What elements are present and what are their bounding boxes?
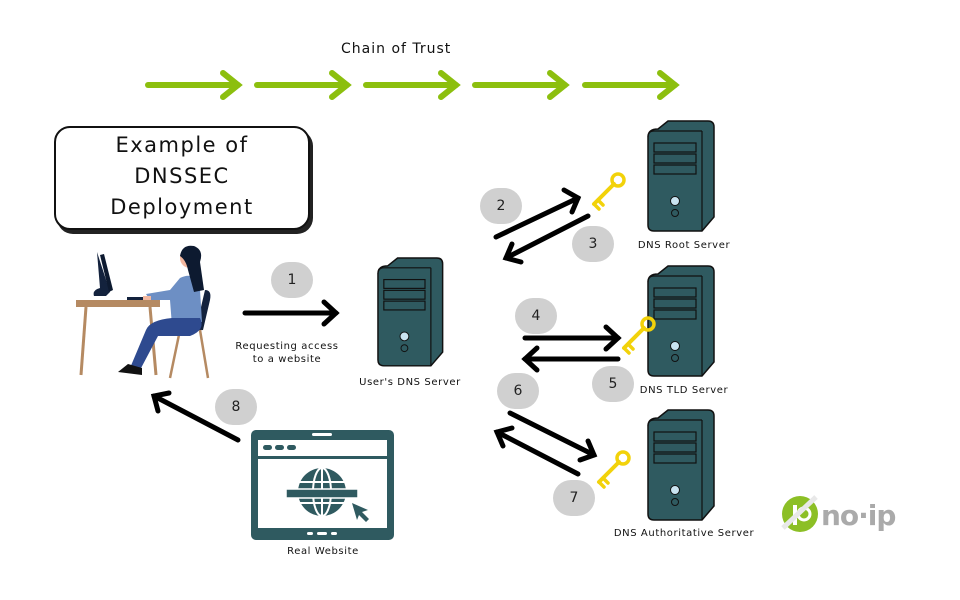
request-access-label: Requesting access to a website	[232, 340, 342, 366]
title-line-2: DNSSEC	[134, 164, 230, 188]
step-3-arrow	[502, 213, 591, 265]
step-8-arrow	[150, 390, 241, 443]
step-1-arrow	[242, 299, 340, 327]
tld-server-icon	[647, 265, 715, 377]
step-2-arrow	[493, 187, 582, 240]
authoritative-key-icon	[597, 450, 631, 489]
request-access-line-2: to a website	[252, 354, 322, 365]
users-dns-server-label: User's DNS Server	[359, 377, 461, 388]
chain-of-trust-label: Chain of Trust	[341, 41, 452, 57]
noip-logo-text: no·ip	[821, 499, 896, 532]
real-website-label: Real Website	[287, 546, 359, 557]
noip-logo-icon	[781, 495, 818, 532]
users-dns-server-icon	[377, 257, 444, 367]
request-access-line-1: Requesting access	[235, 341, 339, 352]
title-line-1: Example of	[115, 133, 249, 157]
step-badge-3: 3	[572, 226, 614, 262]
authoritative-server-icon	[647, 409, 715, 521]
step-badge-6: 6	[497, 373, 539, 409]
authoritative-server-label: DNS Authoritative Server	[613, 528, 755, 539]
step-7-arrow	[493, 425, 581, 477]
user-at-computer-illustration	[76, 245, 211, 379]
step-4-arrow	[522, 324, 622, 352]
chain-arrow-1	[145, 70, 243, 100]
title-line-3: Deployment	[110, 195, 254, 219]
real-website-icon	[251, 430, 394, 540]
chain-arrow-5	[582, 70, 680, 100]
step-badge-1: 1	[271, 262, 313, 298]
chain-arrow-4	[472, 70, 570, 100]
step-badge-4: 4	[515, 298, 557, 334]
chain-arrow-3	[363, 70, 461, 100]
step-6-arrow	[507, 410, 598, 463]
root-server-icon	[647, 120, 715, 232]
diagram-title-box: Example of DNSSEC Deployment	[54, 126, 310, 230]
chain-arrow-2	[254, 70, 352, 100]
step-5-arrow	[521, 345, 621, 373]
tld-server-label: DNS TLD Server	[639, 385, 729, 396]
step-badge-8: 8	[215, 389, 257, 425]
root-server-label: DNS Root Server	[637, 240, 731, 251]
step-badge-7: 7	[553, 480, 595, 516]
root-key-icon	[592, 172, 626, 211]
step-badge-5: 5	[592, 366, 634, 402]
step-badge-2: 2	[480, 188, 522, 224]
